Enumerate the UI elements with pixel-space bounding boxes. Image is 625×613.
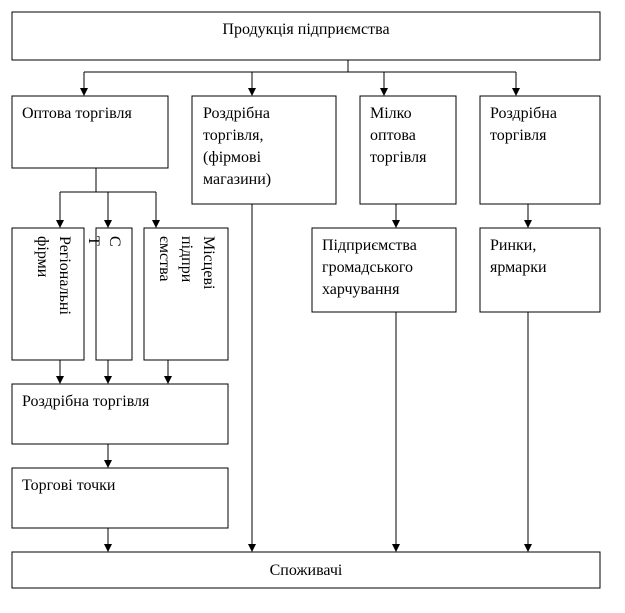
arrow-branded-to-consumers: [248, 544, 256, 552]
arrow-local-to-retail: [164, 376, 172, 384]
node-regional-firms-line-2: фірми: [34, 236, 51, 278]
node-trade-points-label: Торгові точки: [22, 477, 116, 494]
node-retail-trade: Роздрібна торгівля: [11, 383, 229, 445]
node-local-enterprises: Місцеві підпри ємства: [143, 227, 229, 361]
node-catering-line-3: харчування: [322, 281, 400, 298]
node-st-line-1: С: [106, 236, 123, 247]
arrow-to-retail-branded: [248, 88, 256, 96]
node-retail-right-line-1: Роздрібна: [490, 105, 557, 122]
node-retail-branded-line-2: торгівля,: [203, 127, 263, 144]
node-st: С Т: [85, 227, 133, 361]
arrow-to-wholesale: [80, 88, 88, 96]
node-retail-right: Роздрібна торгівля: [479, 95, 601, 205]
node-local-enterprises-line-3: ємства: [156, 236, 173, 282]
arrow-to-st: [104, 220, 112, 228]
arrow-retail-right-to-markets: [524, 220, 532, 228]
node-markets-line-1: Ринки,: [490, 237, 536, 254]
node-st-line-2: Т: [85, 236, 102, 246]
arrow-to-small-wholesale: [380, 88, 388, 96]
node-small-wholesale-line-1: Мілко: [370, 105, 412, 122]
node-consumers: Споживачі: [11, 551, 601, 589]
node-catering-line-2: громадського: [322, 259, 413, 276]
node-production-label: Продукція підприємства: [222, 21, 389, 38]
node-markets-line-2: ярмарки: [490, 259, 547, 276]
node-retail-right-line-2: торгівля: [490, 127, 547, 144]
node-consumers-label: Споживачі: [270, 562, 343, 579]
node-retail-branded-line-4: магазини): [203, 171, 271, 188]
node-markets: Ринки, ярмарки: [479, 227, 601, 313]
arrow-to-local-enterprises: [152, 220, 160, 228]
node-wholesale: Оптова торгівля: [11, 95, 169, 169]
arrow-st-to-retail: [104, 376, 112, 384]
arrow-small-wholesale-to-catering: [392, 220, 400, 228]
node-local-enterprises-line-2: підпри: [178, 236, 195, 283]
node-wholesale-label: Оптова торгівля: [22, 105, 132, 122]
arrow-to-retail-right: [512, 88, 520, 96]
connectors: [56, 60, 532, 552]
node-regional-firms: Регіональні фірми: [11, 227, 85, 361]
node-production: Продукція підприємства: [11, 11, 601, 61]
node-trade-points: Торгові точки: [11, 467, 229, 529]
node-retail-trade-label: Роздрібна торгівля: [22, 393, 150, 410]
node-local-enterprises-line-1: Місцеві: [200, 236, 217, 290]
node-catering-line-1: Підприємства: [322, 237, 417, 254]
arrow-to-regional-firms: [56, 220, 64, 228]
arrow-markets-to-consumers: [524, 544, 532, 552]
node-retail-branded-line-3: (фірмові: [203, 149, 262, 166]
node-small-wholesale: Мілко оптова торгівля: [359, 95, 457, 205]
node-small-wholesale-line-3: торгівля: [370, 149, 427, 166]
arrow-retail-to-points: [104, 460, 112, 468]
node-retail-branded: Роздрібна торгівля, (фірмові магазини): [191, 95, 337, 205]
arrow-points-to-consumers: [104, 544, 112, 552]
node-retail-branded-line-1: Роздрібна: [203, 105, 270, 122]
arrow-regional-to-retail: [56, 376, 64, 384]
arrow-catering-to-consumers: [392, 544, 400, 552]
node-catering: Підприємства громадського харчування: [311, 227, 457, 313]
node-regional-firms-line-1: Регіональні: [56, 236, 73, 315]
node-small-wholesale-line-2: оптова: [370, 127, 416, 144]
